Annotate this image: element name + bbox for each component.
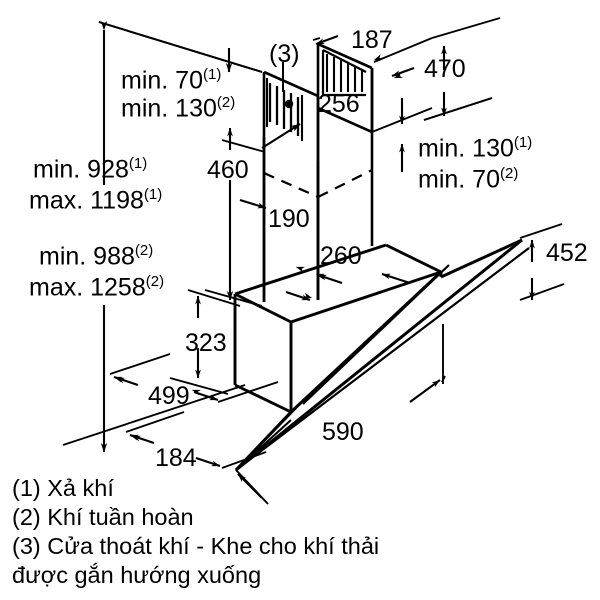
dim-ceiling-clearance: [98, 21, 263, 73]
dim-323: [169, 289, 241, 395]
dim-499: [109, 353, 279, 403]
dim-right-clearance: [399, 97, 493, 172]
dim-452: [519, 223, 565, 301]
dim-590: [235, 324, 446, 505]
chimney-top-vent-frame: [321, 49, 367, 97]
dim-184: [125, 411, 267, 469]
legend: (1) Xả khí (2) Khí tuần hoàn (3) Cửa tho…: [12, 474, 592, 590]
body-underside: [290, 403, 301, 413]
dim-label-max1198: max. 1198(1): [29, 186, 163, 215]
legend-item-3: (3) Cửa thoát khí - Khe cho khí thải: [12, 533, 380, 559]
dim-187: [312, 35, 433, 79]
dim-260: [315, 273, 411, 284]
dim-label-min988: min. 988(2): [39, 242, 154, 271]
dim-label-590: 590: [322, 418, 364, 446]
dim-label-min130-top: min. 130(2): [121, 94, 236, 123]
exhaust-marker-dot: [284, 99, 294, 109]
chimney-top-vent-slats: [325, 54, 364, 92]
dim-190: [239, 198, 313, 301]
dim-label-256: 256: [318, 90, 360, 118]
hidden-edges: [263, 169, 373, 199]
legend-item-2: (2) Khí tuần hoàn: [12, 504, 194, 530]
dim-460: [204, 127, 266, 307]
legend-item-1: (1) Xả khí: [12, 475, 114, 501]
dimension-lines: [62, 17, 565, 505]
legend-item-3-cont: được gắn hướng xuống: [12, 562, 262, 588]
dim-label-260: 260: [320, 242, 362, 270]
dim-label-min928: min. 928(1): [33, 155, 148, 184]
dim-label-452: 452: [546, 239, 588, 267]
dim-label-190: 190: [268, 205, 310, 233]
dim-label-min130-right: min. 130(1): [418, 134, 533, 163]
dim-label-min70-right: min. 70(2): [418, 165, 519, 194]
dim-label-min70-top: min. 70(1): [121, 66, 222, 95]
exhaust-opening-frame: [265, 78, 304, 141]
dim-label-max1258: max. 1258(2): [29, 273, 165, 302]
dim-label-187: 187: [351, 26, 393, 54]
exhaust-leader-arrow: [261, 123, 301, 149]
dim-label-460: 460: [207, 156, 249, 184]
dim-label-323: 323: [185, 329, 227, 357]
dim-label-184: 184: [155, 444, 197, 472]
product-outline: [233, 42, 530, 472]
dim-label-499: 499: [148, 382, 190, 410]
callout-label-3: (3): [269, 40, 300, 68]
dim-label-470: 470: [424, 55, 466, 83]
dim-256: [371, 98, 433, 133]
